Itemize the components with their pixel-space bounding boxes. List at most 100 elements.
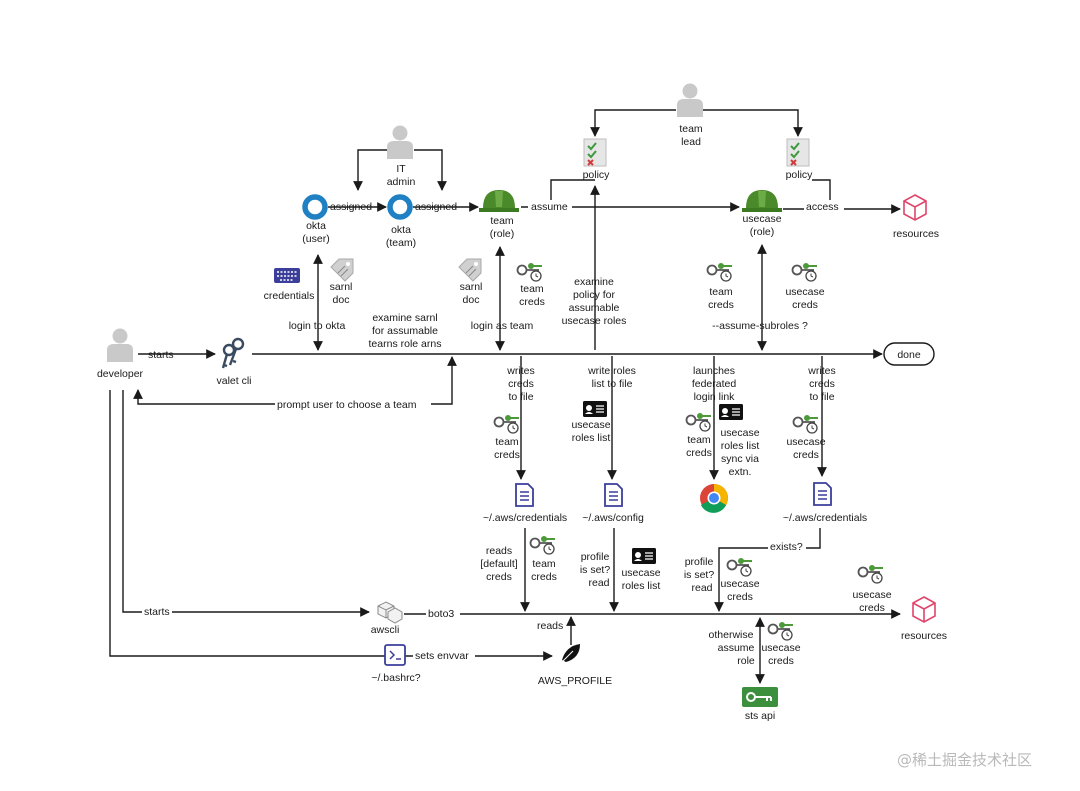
usecase-roles-list-bottom-label-1: usecase	[621, 567, 660, 579]
resources-bottom-label: resources	[901, 630, 947, 642]
resources-bottom-node: resources	[901, 596, 947, 642]
profile-read-right-label-3: read	[691, 582, 712, 594]
resources-top-node: resources	[893, 194, 939, 240]
access-label: access	[806, 201, 839, 213]
tag-icon	[458, 258, 482, 282]
examine-saml-label-3: tearns role arns	[369, 338, 442, 350]
done-pill	[883, 342, 935, 366]
it-admin-to-okta-team-line	[414, 149, 447, 191]
policy-left-to-assume-line	[550, 179, 595, 207]
reads-default-label-2: [default]	[480, 558, 517, 570]
key-clock-icon	[685, 412, 712, 432]
okta-team-node: okta (team)	[386, 197, 416, 249]
prompt-user-label-bg	[275, 398, 431, 411]
watermark: @稀土掘金技术社区	[897, 751, 1032, 769]
it-admin-label-1: IT	[396, 163, 406, 175]
key-clock-icon	[493, 414, 520, 434]
usecase-role-node: usecase (role)	[742, 190, 782, 238]
otherwise-assume-label-1: otherwise	[709, 629, 754, 641]
key-clock-icon	[791, 262, 818, 282]
resources-top-label: resources	[893, 228, 939, 240]
credentials-node: credentials	[264, 268, 314, 302]
team-creds-bottom-label-1: team	[532, 558, 556, 570]
aws-credentials-right-label: ~/.aws/credentials	[783, 512, 867, 524]
policy-icon	[786, 138, 810, 167]
examine-saml-label-2: for assumable	[372, 325, 438, 337]
usecase-creds-sts-label-1: usecase	[761, 642, 800, 654]
usecase-team-creds-label-1: team	[709, 286, 733, 298]
writes-creds-left-label-1: writes	[506, 365, 534, 377]
it-admin-to-okta-user-line	[353, 149, 387, 191]
assume-label-bg	[528, 200, 572, 213]
sts-api-label: sts api	[745, 710, 775, 722]
usecase-roles-list-bottom-label-2: roles list	[622, 580, 661, 592]
saml-doc-right-label-1: sarnl	[460, 281, 483, 293]
done-label: done	[897, 349, 921, 361]
starts-bottom-label-bg	[142, 605, 172, 618]
writes-creds-left-label: writes creds to file	[506, 365, 534, 403]
usecase-creds-exists: usecase creds	[720, 557, 760, 603]
team-creds-left-mid-label-1: team	[495, 436, 519, 448]
policy-right-node: policy	[786, 138, 814, 181]
key-clock-icon	[529, 535, 556, 555]
okta-user-node: okta (user)	[302, 197, 330, 245]
reads-label: reads	[537, 620, 563, 632]
assigned-2-label: assigned	[415, 201, 457, 213]
usecase-role-label-2: (role)	[750, 226, 775, 238]
key-clock-icon	[726, 557, 753, 577]
key-clock-icon	[857, 564, 884, 584]
boxes-icon	[377, 601, 403, 624]
usecase-creds-far-label-1: usecase	[852, 589, 891, 601]
okta-user-label-1: okta	[306, 220, 326, 232]
login-to-okta-label: login to okta	[289, 320, 346, 332]
okta-icon	[390, 197, 410, 217]
document-icon	[515, 483, 534, 507]
usecase-creds-top-label-1: usecase	[785, 286, 824, 298]
usecase-roles-list-bottom: usecase roles list	[621, 547, 661, 592]
developer-actor: developer	[97, 328, 144, 380]
developer-label: developer	[97, 368, 144, 380]
sets-envvar-label-bg	[413, 649, 475, 662]
profile-read-right-label-1: profile	[685, 556, 714, 568]
policy-right-label: policy	[786, 169, 814, 181]
usecase-roles-sync-label-3: sync via	[721, 453, 759, 465]
team-creds-bottom-label-2: creds	[531, 571, 557, 583]
usecase-roles-sync-label-1: usecase	[720, 427, 759, 439]
write-roles-label-2: list to file	[592, 378, 633, 390]
usecase-creds-right-mid-label-1: usecase	[786, 436, 825, 448]
bashrc-node: ~/.bashrc?	[371, 644, 421, 684]
team-creds-left-mid: team creds	[493, 414, 520, 461]
usecase-creds-far-label-2: creds	[859, 602, 885, 614]
aws-credentials-left-label: ~/.aws/credentials	[483, 512, 567, 524]
launches-label-2: federated	[692, 378, 737, 390]
profile-read-mid-label-3: read	[588, 577, 609, 589]
key-clock-icon	[516, 262, 543, 282]
otherwise-assume-label-2: assume	[718, 642, 755, 654]
examine-policy-label: examine policy for assumable usecase rol…	[562, 276, 627, 327]
assigned-1-label: assigned	[330, 201, 372, 213]
usecase-roles-list-mid: usecase roles list	[571, 400, 611, 444]
examine-policy-label-4: usecase roles	[562, 315, 627, 327]
document-icon	[813, 482, 832, 506]
aws-config-node: ~/.aws/config	[582, 483, 644, 524]
usecase-creds-sts-label-2: creds	[768, 655, 794, 667]
keys-icon	[221, 337, 245, 369]
profile-read-mid-label-2: is set?	[580, 564, 611, 576]
policy-icon	[583, 138, 607, 167]
okta-team-label-2: (team)	[386, 237, 416, 249]
examine-policy-label-3: assumable	[569, 302, 620, 314]
team-lead-actor: team lead	[677, 83, 703, 148]
policy-right-to-access-line	[812, 179, 831, 207]
usecase-creds-exists-label-1: usecase	[720, 578, 759, 590]
write-roles-label-1: write roles	[587, 365, 636, 377]
aws-config-label: ~/.aws/config	[582, 512, 644, 524]
valet-cli-node: valet cli	[216, 337, 252, 387]
aws-profile-node: AWS_PROFILE	[538, 644, 612, 687]
policy-left-node: policy	[583, 138, 610, 181]
usecase-roles-list-mid-label-2: roles list	[572, 432, 611, 444]
developer-person-icon	[107, 328, 133, 362]
examine-saml-label-1: examine sarnl	[372, 312, 437, 324]
usecase-creds-right-mid-label-2: creds	[793, 449, 819, 461]
team-creds-chrome-label-2: creds	[686, 447, 712, 459]
login-as-team-label: login as team	[471, 320, 534, 332]
